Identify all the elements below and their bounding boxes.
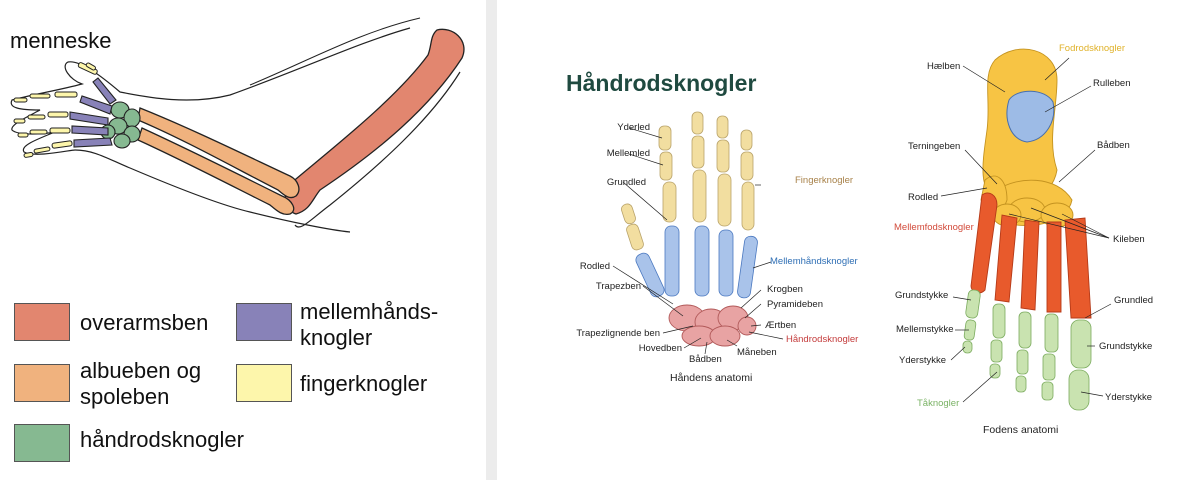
legend-label-humerus: overarmsben [80,310,209,335]
label-yderstykke-left: Yderstykke [899,355,946,366]
label-badben-foot: Bådben [1097,140,1130,151]
radius-bone [137,127,295,216]
legend-swatch-carpals [14,424,70,462]
label-taknogler: Tåknogler [917,398,960,409]
foot-caption: Fodens anatomi [983,424,1059,436]
label-grundled: Grundled [606,177,646,188]
label-fodrodsknogler: Fodrodsknogler [1059,43,1126,54]
label-yderstykke-right: Yderstykke [1105,392,1152,403]
label-grundstykke-right: Grundstykke [1099,341,1153,352]
label-mellemhandsknogler: Mellemhåndsknogler [770,256,858,267]
legend-label-metacarpals: mellemhånds- knogler [300,299,439,350]
label-maneben: Måneben [737,347,777,358]
label-trapezlignende: Trapezlignende ben [576,328,660,339]
arm-diagram [10,17,465,233]
label-aertben: Ærtben [765,320,797,331]
label-terningeben: Terningeben [908,141,961,152]
left-panel: menneske overarmsben mellemhånds- knogle… [0,0,486,480]
talus-bone [1006,90,1055,143]
finger-bones [13,62,98,158]
metacarpal-bones [69,77,117,148]
label-mellemfodsknogler: Mellemfodsknogler [894,222,974,233]
label-badben-hand: Bådben [689,354,722,365]
foot-phalanges [962,289,1092,411]
diagram-title: menneske [10,28,112,53]
legend-label-carpals: håndrodsknogler [80,427,244,452]
legend-swatch-metacarpals [236,303,292,341]
hand-metacarpals [635,225,758,299]
label-rodled-foot: Rodled [908,192,939,203]
label-pyramideben: Pyramideben [767,299,823,310]
legend-swatch-fingers [236,364,292,402]
humerus-bone [284,28,465,215]
label-grundstykke-left: Grundstykke [895,290,949,301]
hand-title: Håndrodsknogler [566,70,757,96]
label-kileben: Kileben [1113,234,1145,245]
ulna-bone [137,107,300,199]
label-fingerknogler: Fingerknogler [795,175,854,186]
legend-swatch-ulna-radius [14,364,70,402]
hand-carpals [668,304,757,347]
legend-swatch-humerus [14,303,70,341]
label-mellemstykke: Mellemstykke [896,324,954,335]
legend-label-fingers: fingerknogler [300,371,428,396]
legend-label-ulna-radius: albueben og spoleben [80,358,202,409]
hand-caption: Håndens anatomi [670,372,753,384]
label-yderled: Yderled [617,122,650,133]
foot-metatarsals [970,192,1092,319]
label-grundled-foot: Grundled [1114,295,1154,306]
label-krogben: Krogben [767,284,803,295]
label-trapezben: Trapezben [595,281,641,292]
label-hovedben: Hovedben [638,343,682,354]
label-handrodsknogler: Håndrodsknogler [786,334,859,345]
hand-foot-diagram [612,48,1112,411]
right-panel: Håndrodsknogler Yderled Mellemled Grundl… [497,0,1182,480]
label-rodled-hand: Rodled [579,261,610,272]
label-rulleben: Rulleben [1093,78,1131,89]
label-haelben: Hælben [927,61,961,72]
label-mellemled: Mellemled [606,148,650,159]
hand-phalanges [621,111,755,251]
